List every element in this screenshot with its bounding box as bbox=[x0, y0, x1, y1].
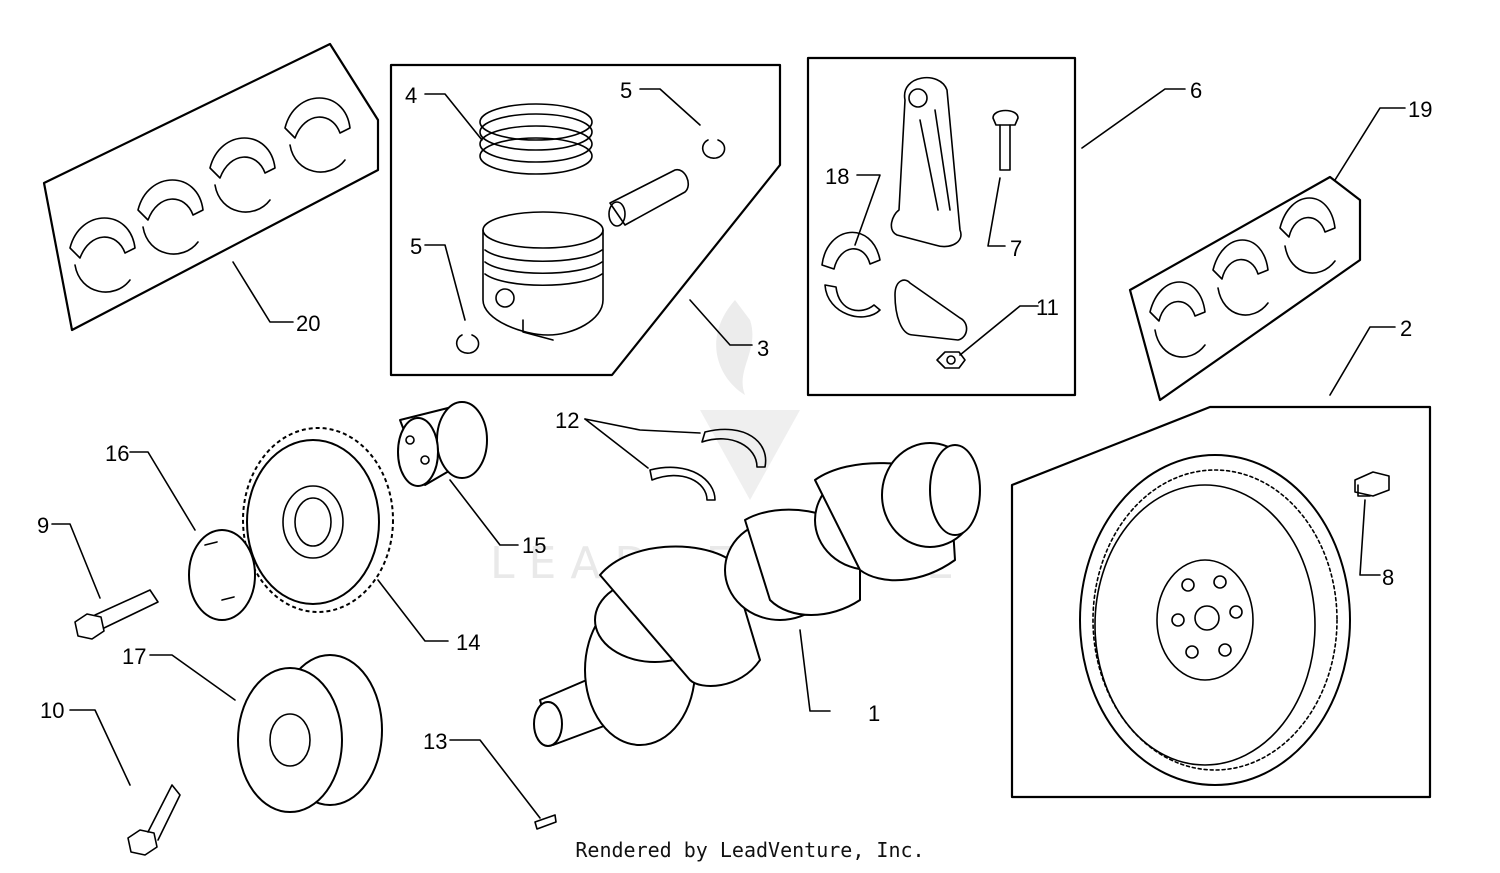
callout-9: 9 bbox=[37, 513, 49, 538]
crankshaft-1 bbox=[533, 442, 981, 747]
callout-3: 3 bbox=[757, 336, 769, 361]
bushing-15 bbox=[397, 401, 488, 487]
callout-13: 13 bbox=[423, 729, 447, 754]
callout-15: 15 bbox=[522, 533, 546, 558]
callout-16: 16 bbox=[105, 441, 129, 466]
callout-labels: 1 2 3 4 5 5 6 7 8 9 10 11 12 13 14 15 16… bbox=[37, 78, 1432, 754]
pin-13 bbox=[534, 814, 557, 830]
callout-5-left: 5 bbox=[410, 234, 422, 259]
callout-20: 20 bbox=[296, 311, 320, 336]
callout-8: 8 bbox=[1382, 565, 1394, 590]
leader-lines bbox=[51, 88, 1406, 819]
main-bearing-set-19 bbox=[1128, 175, 1362, 402]
callout-1: 1 bbox=[868, 701, 880, 726]
callout-18: 18 bbox=[825, 164, 849, 189]
callout-11: 11 bbox=[1036, 295, 1059, 320]
callout-19: 19 bbox=[1408, 97, 1432, 122]
callout-12: 12 bbox=[555, 408, 579, 433]
callout-14: 14 bbox=[456, 630, 480, 655]
bolt-9 bbox=[74, 589, 159, 640]
callout-2: 2 bbox=[1400, 316, 1412, 341]
thrust-plate-16 bbox=[188, 529, 256, 621]
piston-assembly-3 bbox=[389, 63, 782, 377]
callout-7: 7 bbox=[1010, 236, 1022, 261]
callout-5-top: 5 bbox=[620, 78, 632, 103]
callout-10: 10 bbox=[40, 698, 64, 723]
flywheel-assembly-2 bbox=[1010, 405, 1432, 799]
thrust-washer-12 bbox=[649, 428, 767, 501]
idler-gear-14 bbox=[242, 427, 394, 613]
footer-credit: Rendered by LeadVenture, Inc. bbox=[575, 838, 925, 862]
bolt-10 bbox=[127, 784, 181, 856]
callout-17: 17 bbox=[122, 644, 146, 669]
crank-pulley-17 bbox=[237, 654, 383, 813]
callout-4: 4 bbox=[405, 83, 417, 108]
callout-6: 6 bbox=[1190, 78, 1202, 103]
connecting-rod-assembly-6 bbox=[806, 56, 1077, 397]
main-bearing-set-20 bbox=[42, 42, 380, 332]
